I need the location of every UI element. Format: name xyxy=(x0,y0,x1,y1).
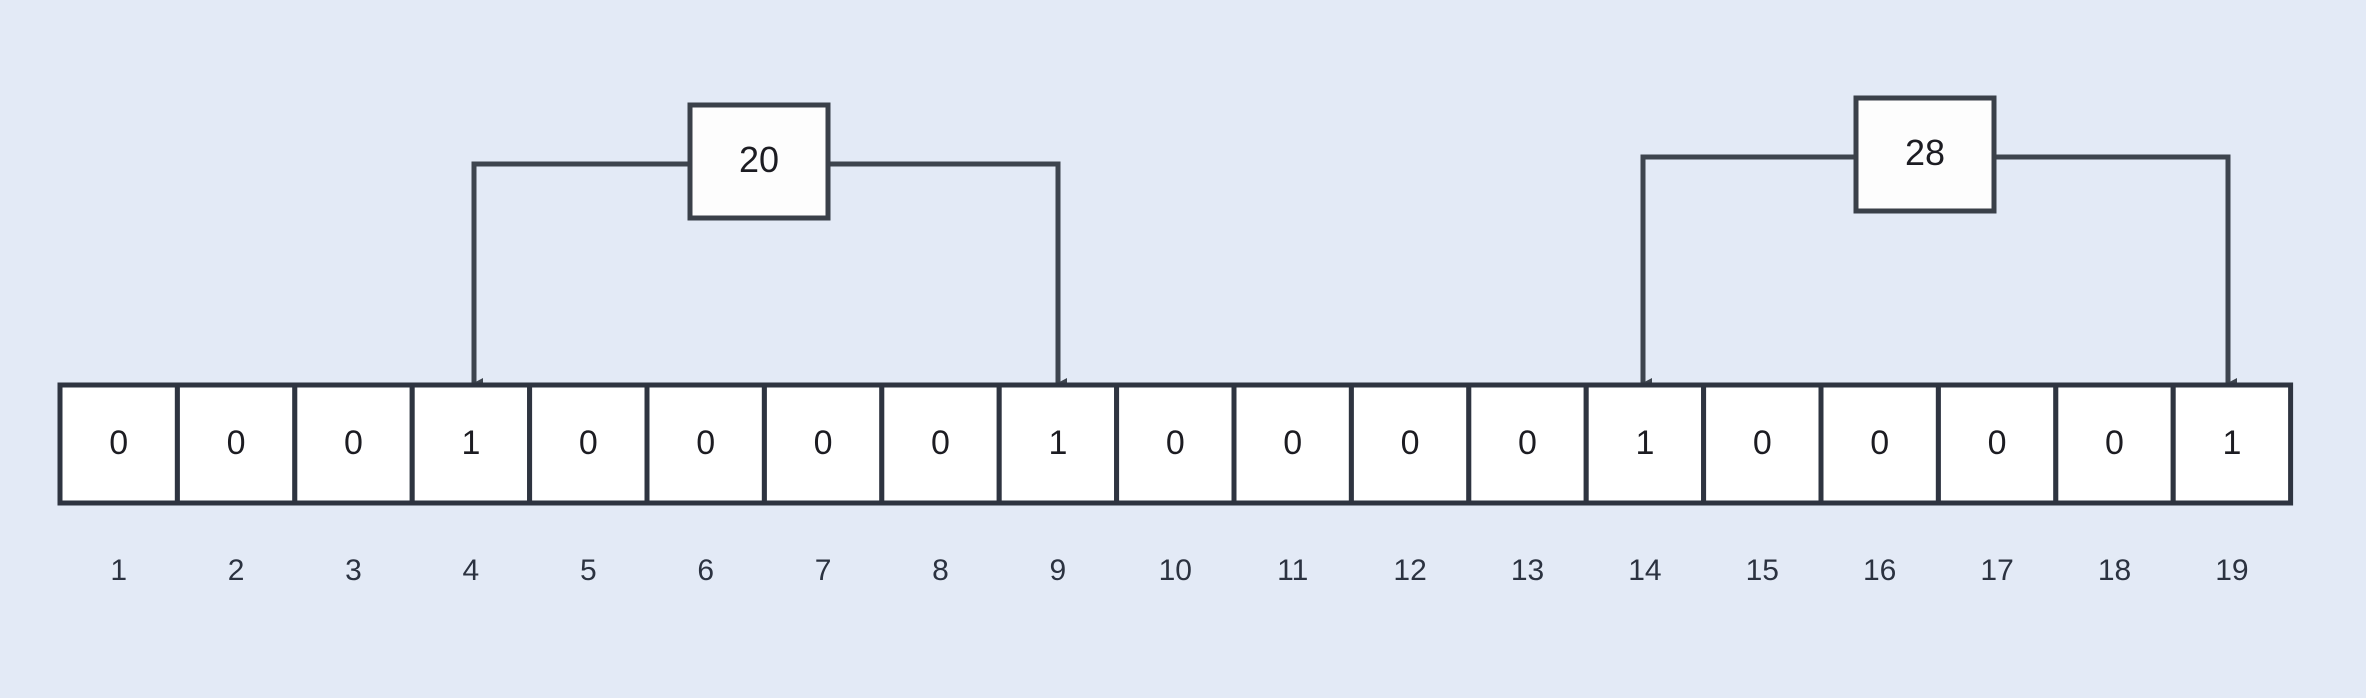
array-cell-value: 1 xyxy=(1048,424,1067,462)
array-index-label-1: 1 xyxy=(110,554,127,587)
node-28[interactable]: 28 xyxy=(1853,95,1997,214)
array-cell-value: 0 xyxy=(344,424,363,462)
array-cell-value: 0 xyxy=(1518,424,1537,462)
array-cell-value: 1 xyxy=(1635,424,1654,462)
array-cell-value: 1 xyxy=(461,424,480,462)
array-cell-13[interactable]: 0 xyxy=(1466,382,1589,506)
array-index-label-6: 6 xyxy=(697,554,714,587)
array-layer: 0 0 0 1 0 0 0 0 1 0 0 0 0 1 0 0 0 0 1 xyxy=(57,382,2294,506)
array-cell-17[interactable]: 0 xyxy=(1935,382,2059,506)
node-label: 28 xyxy=(1905,132,1945,173)
array-index-label-2: 2 xyxy=(228,554,245,587)
node-box xyxy=(1853,95,1997,214)
arrow-20-to-cell-9 xyxy=(828,161,1067,389)
array-index-label-9: 9 xyxy=(1050,554,1067,587)
array-cell-value: 1 xyxy=(2222,424,2241,462)
array-index-label-10: 10 xyxy=(1159,554,1192,587)
array-index-label-11: 11 xyxy=(1277,554,1308,587)
array-cell-7[interactable]: 0 xyxy=(761,382,885,506)
array-cell-19[interactable]: 1 xyxy=(2170,382,2294,506)
array-cell-value: 0 xyxy=(109,424,128,462)
array-index-label-13: 13 xyxy=(1511,554,1544,587)
node-label: 20 xyxy=(739,139,779,180)
array-cell-18[interactable]: 0 xyxy=(2053,382,2176,506)
array-cell-box xyxy=(644,382,767,506)
array-cell-2[interactable]: 0 xyxy=(174,382,298,506)
array-cell-6[interactable]: 0 xyxy=(644,382,767,506)
array-index-label-15: 15 xyxy=(1746,554,1779,587)
array-index-label-16: 16 xyxy=(1863,554,1896,587)
array-cell-9[interactable]: 1 xyxy=(996,382,1120,506)
array-cell-box xyxy=(1466,382,1589,506)
node-20[interactable]: 20 xyxy=(687,102,831,221)
array-cell-value: 0 xyxy=(227,424,246,462)
array-cell-box xyxy=(409,382,533,506)
array-index-label-3: 3 xyxy=(345,554,362,587)
array-cell-box xyxy=(174,382,298,506)
array-index-label-8: 8 xyxy=(932,554,949,587)
array-cell-box xyxy=(292,382,415,506)
array-cell-value: 0 xyxy=(696,424,715,462)
array-cell-5[interactable]: 0 xyxy=(527,382,650,506)
array-cell-value: 0 xyxy=(579,424,598,462)
array-cell-14[interactable]: 1 xyxy=(1583,382,1707,506)
arrow-20-to-cell-4 xyxy=(471,161,690,389)
arrow-28-to-cell-19 xyxy=(1994,154,2237,389)
array-index-label-14: 14 xyxy=(1628,554,1661,587)
array-cell-value: 0 xyxy=(2105,424,2124,462)
array-cell-value: 0 xyxy=(931,424,950,462)
array-index-label-17: 17 xyxy=(1980,554,2013,587)
array-cell-10[interactable]: 0 xyxy=(1114,382,1237,506)
array-index-label-4: 4 xyxy=(463,554,480,587)
array-cell-1[interactable]: 0 xyxy=(57,382,180,506)
array-cell-8[interactable]: 0 xyxy=(879,382,1002,506)
array-cell-box xyxy=(1114,382,1237,506)
array-cell-11[interactable]: 0 xyxy=(1231,382,1354,506)
array-cell-box xyxy=(2170,382,2294,506)
array-cell-12[interactable]: 0 xyxy=(1348,382,1472,506)
array-cell-box xyxy=(1348,382,1472,506)
array-cell-box xyxy=(2053,382,2176,506)
array-cell-value: 0 xyxy=(1988,424,2007,462)
array-cell-value: 0 xyxy=(1401,424,1420,462)
array-cell-16[interactable]: 0 xyxy=(1818,382,1941,506)
array-cell-3[interactable]: 0 xyxy=(292,382,415,506)
array-cell-value: 0 xyxy=(1166,424,1185,462)
array-cell-value: 0 xyxy=(1870,424,1889,462)
array-cell-box xyxy=(1231,382,1354,506)
array-cell-box xyxy=(57,382,180,506)
array-index-label-19: 19 xyxy=(2215,554,2248,587)
array-cell-value: 0 xyxy=(1283,424,1302,462)
arrow-28-to-cell-14 xyxy=(1640,154,1856,389)
array-cell-4[interactable]: 1 xyxy=(409,382,533,506)
array-cell-value: 0 xyxy=(1753,424,1772,462)
array-index-label-18: 18 xyxy=(2098,554,2131,587)
array-cell-value: 0 xyxy=(814,424,833,462)
array-cell-15[interactable]: 0 xyxy=(1701,382,1824,506)
array-index-label-12: 12 xyxy=(1393,554,1426,587)
node-box xyxy=(687,102,831,221)
connectors-layer xyxy=(471,154,2237,389)
array-index-label-5: 5 xyxy=(580,554,597,587)
array-index-label-7: 7 xyxy=(815,554,832,587)
